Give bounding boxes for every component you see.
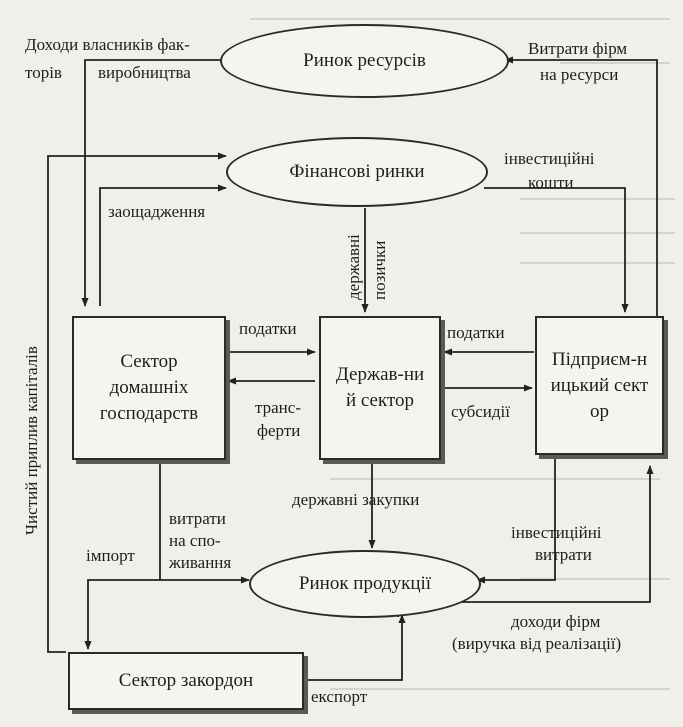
gov-borrowing-label-line2: позички [370,240,389,300]
consumption-label-line3: живання [169,553,232,572]
arrow-savings [99,184,227,306]
transfers-label-line1: транс- [255,398,301,417]
household-sector-box: Сектор домашніх господарств [72,316,226,460]
background-text-line [520,232,675,234]
import-label: імпорт [86,546,135,565]
financial-markets-node: Фінансові ринки [226,137,488,207]
gov-purchases-label: державні закупки [292,490,420,509]
arrow-investment-spending [476,455,556,584]
foreign-sector-box: Сектор закордон [68,652,304,710]
business-sector-box: Підприєм-ницький сектор [535,316,664,455]
arrow-firm-resource-costs [504,56,658,320]
background-text-line [520,578,670,580]
government-sector-box: Держав-ний сектор [319,316,441,460]
owner-income-label-line3: виробництва [98,63,191,82]
taxes-households-label: податки [239,319,297,338]
taxes-firms-label: податки [447,323,505,342]
consumption-label-line2: на спо- [169,531,221,550]
investment-funds-label-line1: інвестиційні [504,149,595,168]
government-sector-label: Держав-ний сектор [335,364,425,411]
arrow-investment-funds [484,187,629,313]
arrow-import [84,579,160,650]
export-label: експорт [311,687,368,706]
savings-label: заощадження [108,202,206,221]
background-text-line [250,18,670,20]
resource-market-node: Ринок ресурсів [220,24,509,98]
arrow-export [302,614,406,681]
background-text-line [330,478,660,480]
background-text-line [560,62,670,64]
gov-borrowing-label-line1: державні [344,234,363,300]
business-sector-label: Підприєм-ницький сектор [550,348,649,422]
firm-revenue-label-line1: доходи фірм [511,612,601,631]
foreign-sector-label: Сектор закордон [118,670,254,691]
background-text-line [330,688,670,690]
background-text-line [520,262,675,264]
consumption-label-line1: витрати [169,509,226,528]
owner-income-label-line1: Доходи власників фак- [25,35,190,54]
product-market-node: Ринок продукції [249,550,481,618]
investment-spending-label-line1: інвестиційні [511,523,602,542]
firm-costs-label-line2: на ресурси [540,65,619,84]
arrow-owner-income [81,59,220,307]
investment-spending-label-line2: витрати [535,545,592,564]
financial-markets-label: Фінансові ринки [289,161,425,182]
household-sector-label: Сектор домашніх господарств [99,351,199,424]
firm-revenue-label-line2: (виручка від реалізації) [452,634,622,653]
investment-funds-label-line2: кошти [528,173,574,192]
owner-income-label-line2: торів [25,63,62,82]
firm-costs-label-line1: Витрати фірм [528,39,628,58]
product-market-label: Ринок продукції [298,573,432,594]
transfers-label-line2: ферти [257,421,301,440]
resource-market-label: Ринок ресурсів [303,50,426,71]
subsidies-label: субсидії [451,402,510,421]
net-capital-inflow-label: Чистий приплив капіталів [22,346,41,535]
background-text-line [520,198,675,200]
arrow-net-capital-inflow [47,152,227,653]
